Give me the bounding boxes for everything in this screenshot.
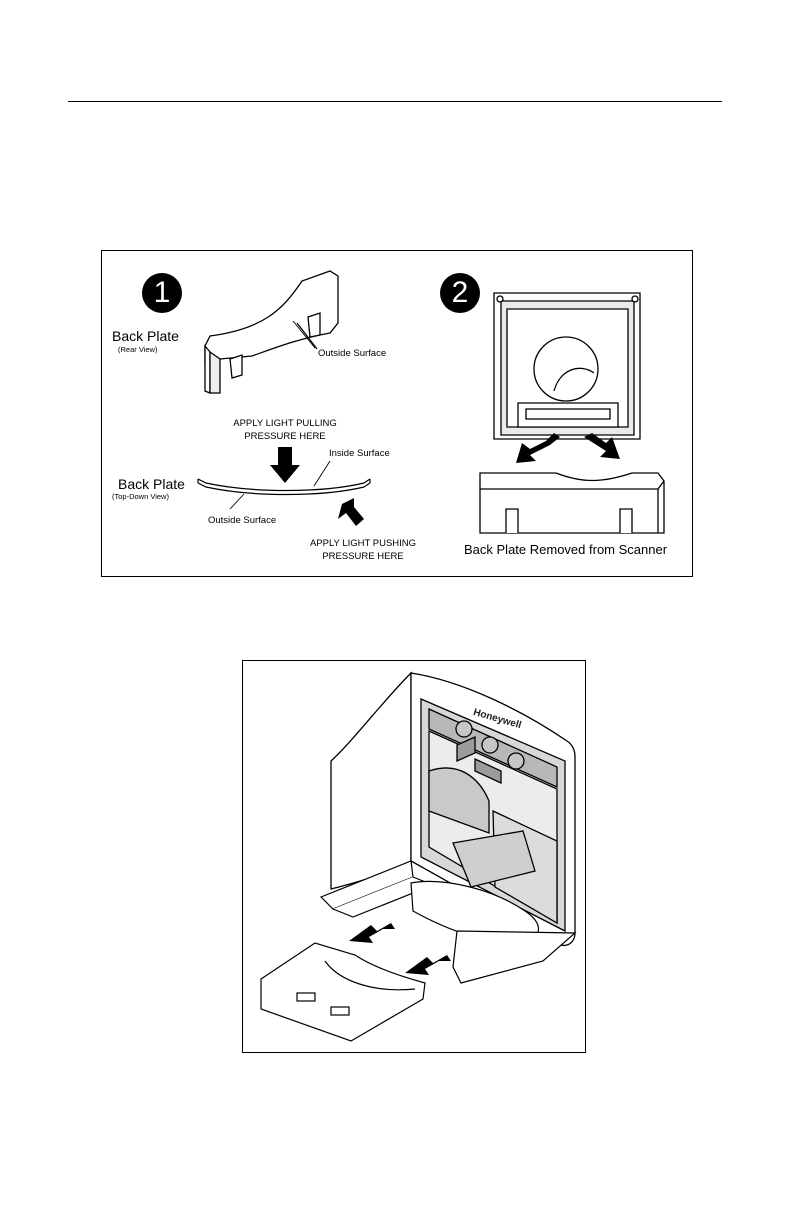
pulling-arrow [270, 447, 300, 483]
pushing-label-line2: PRESSURE HERE [298, 552, 428, 562]
removed-caption: Back Plate Removed from Scanner [464, 543, 667, 556]
scanner-rear-view [494, 293, 640, 439]
pushing-arrow [338, 498, 364, 526]
back-plate-rear-title: Back Plate [112, 329, 179, 343]
scanner-base-illustration [243, 661, 585, 1052]
header-rule [68, 101, 722, 102]
back-plate-illustration [102, 251, 692, 576]
pulling-label-line1: APPLY LIGHT PULLING [220, 419, 350, 429]
back-plate-top-title: Back Plate [118, 477, 185, 491]
pulling-label-line2: PRESSURE HERE [220, 432, 350, 442]
removed-back-plate [480, 473, 664, 533]
base-plate-removal-figure: Honeywell [242, 660, 586, 1053]
removal-arrow-lower [405, 955, 451, 975]
pushing-label-line1: APPLY LIGHT PUSHING [298, 539, 428, 549]
outside-surface-top-label: Outside Surface [208, 516, 276, 526]
outside-surface-rear-label: Outside Surface [318, 349, 386, 359]
back-plate-rear-subtitle: (Rear View) [118, 346, 157, 354]
back-plate-rear-view [205, 271, 338, 393]
removed-base-plate [261, 943, 425, 1041]
inside-surface-label: Inside Surface [329, 449, 390, 459]
back-plate-top-subtitle: (Top-Down View) [112, 493, 169, 501]
back-plate-removal-figure: 1 2 [101, 250, 693, 577]
removal-arrow-upper [349, 923, 395, 943]
